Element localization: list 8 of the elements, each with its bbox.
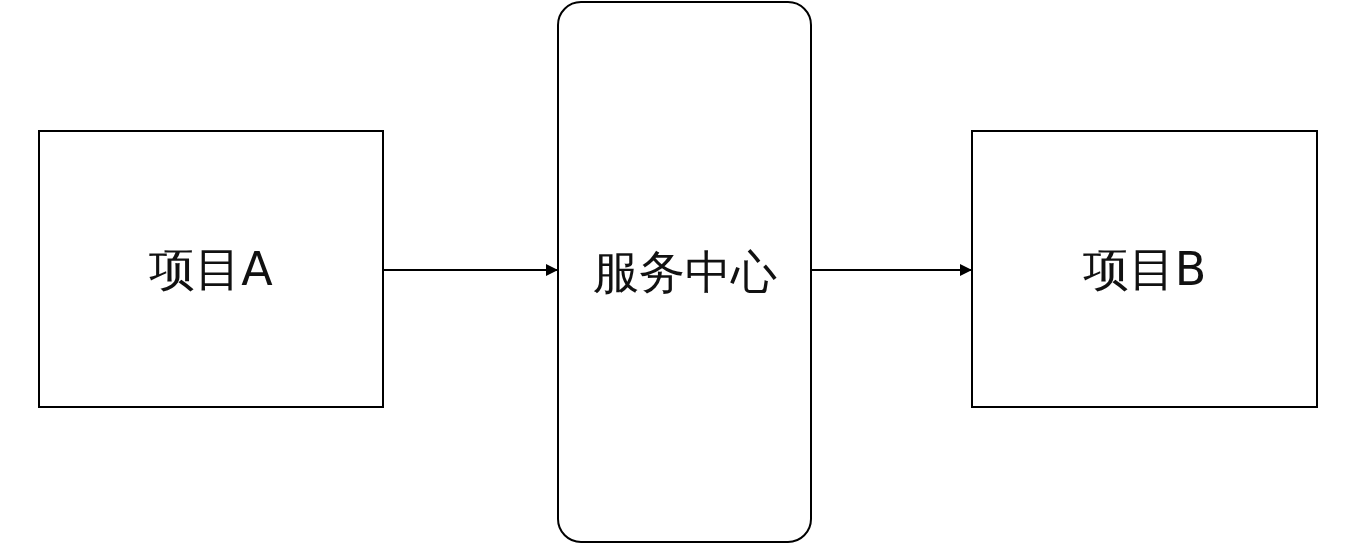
node-label: 项目B: [1082, 240, 1207, 298]
arrow: [811, 264, 972, 276]
process-box: [557, 1, 812, 543]
process-box: [38, 130, 384, 408]
node-label: 项目A: [149, 240, 273, 298]
process-box: [971, 130, 1318, 408]
arrow: [383, 264, 558, 276]
node-label: 服务中心: [592, 243, 777, 301]
